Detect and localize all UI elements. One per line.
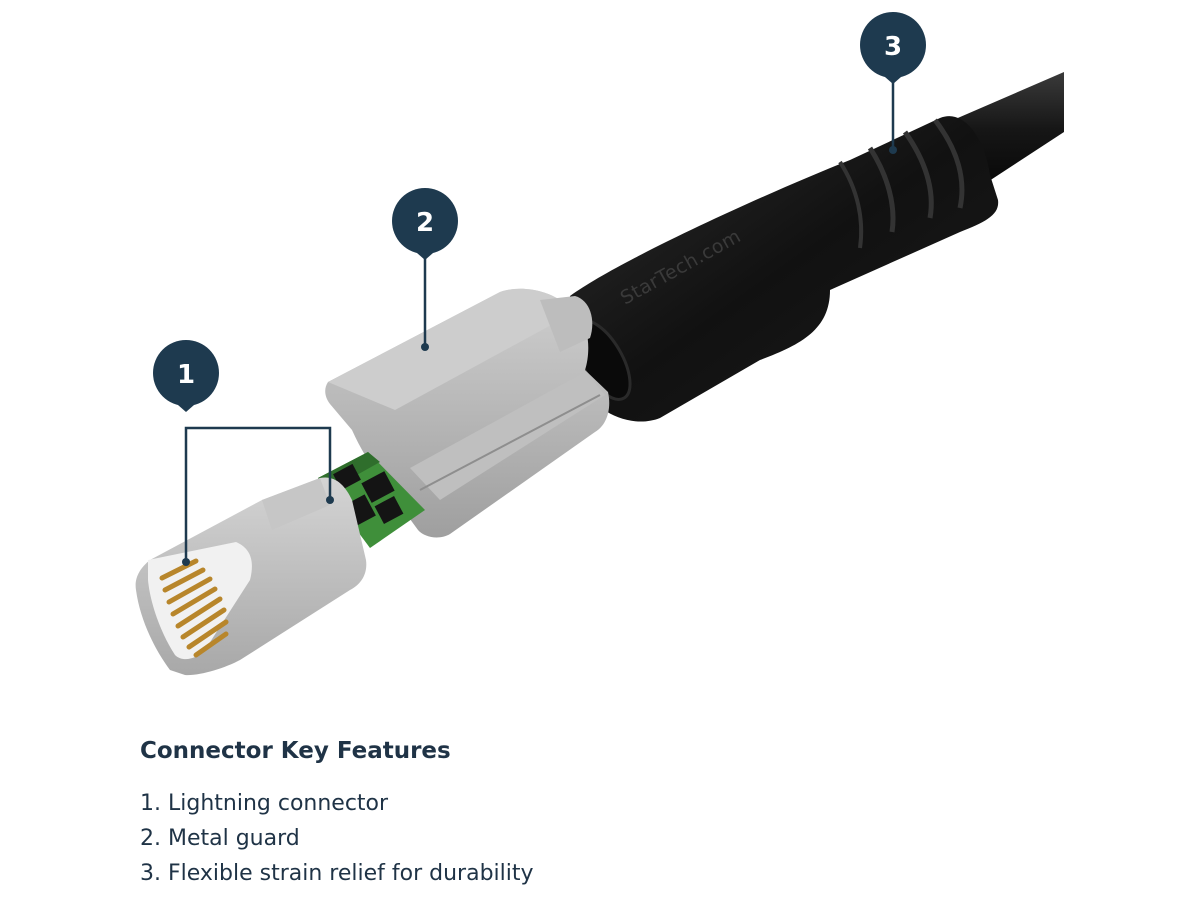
- feature-item-3: 3. Flexible strain relief for durability: [140, 861, 534, 886]
- contact-pins: [159, 558, 229, 658]
- callout-1: 1: [153, 340, 334, 566]
- callout-2-number: 2: [416, 208, 434, 238]
- feature-item-1: 1. Lightning connector: [140, 791, 389, 816]
- callout-3-number: 3: [884, 32, 902, 62]
- strain-relief-boot: StarTech.com: [568, 116, 999, 422]
- feature-item-2: 2. Metal guard: [140, 826, 300, 851]
- features-list: 1. Lightning connector 2. Metal guard 3.…: [140, 786, 840, 891]
- features-section: Connector Key Features 1. Lightning conn…: [140, 738, 840, 891]
- cable-illustration: StarTech.com: [135, 12, 1064, 676]
- lightning-plug: [135, 477, 367, 676]
- callout-3: 3: [860, 12, 926, 154]
- metal-guard: [325, 288, 610, 538]
- features-title: Connector Key Features: [140, 738, 451, 764]
- callout-2: 2: [392, 188, 458, 351]
- callout-1-number: 1: [177, 360, 195, 390]
